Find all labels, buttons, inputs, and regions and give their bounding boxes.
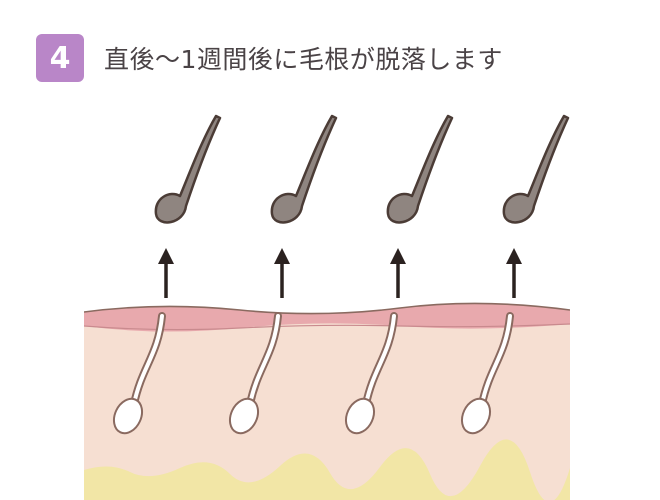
- up-arrow-icon: [506, 248, 522, 298]
- epidermis-layer: [84, 303, 570, 332]
- hair-shape: [270, 114, 338, 224]
- detached-hairs: [154, 114, 570, 224]
- detached-hair: [270, 114, 338, 224]
- fat-layer: [84, 439, 570, 500]
- detached-hair: [386, 114, 454, 224]
- skin-surface-line: [84, 302, 570, 315]
- empty-follicle: [344, 312, 398, 435]
- detached-hair: [154, 114, 222, 224]
- empty-follicle: [228, 312, 282, 435]
- step-number-badge: 4: [36, 34, 84, 82]
- hair-shape: [386, 114, 454, 224]
- skin-cross-section: [84, 302, 570, 500]
- hair-shape: [154, 114, 222, 224]
- empty-follicles: [112, 312, 514, 435]
- step-title: 直後〜1週間後に毛根が脱落します: [104, 45, 503, 74]
- detached-hair: [502, 114, 570, 224]
- up-arrow-icon: [390, 248, 406, 298]
- dermis-layer: [84, 309, 570, 500]
- upward-arrows: [158, 248, 522, 298]
- up-arrow-icon: [158, 248, 174, 298]
- empty-follicle: [460, 312, 514, 435]
- step-header: 4 直後〜1週間後に毛根が脱落します: [36, 34, 503, 82]
- up-arrow-icon: [274, 248, 290, 298]
- empty-follicle: [112, 312, 166, 435]
- hair-shape: [502, 114, 570, 224]
